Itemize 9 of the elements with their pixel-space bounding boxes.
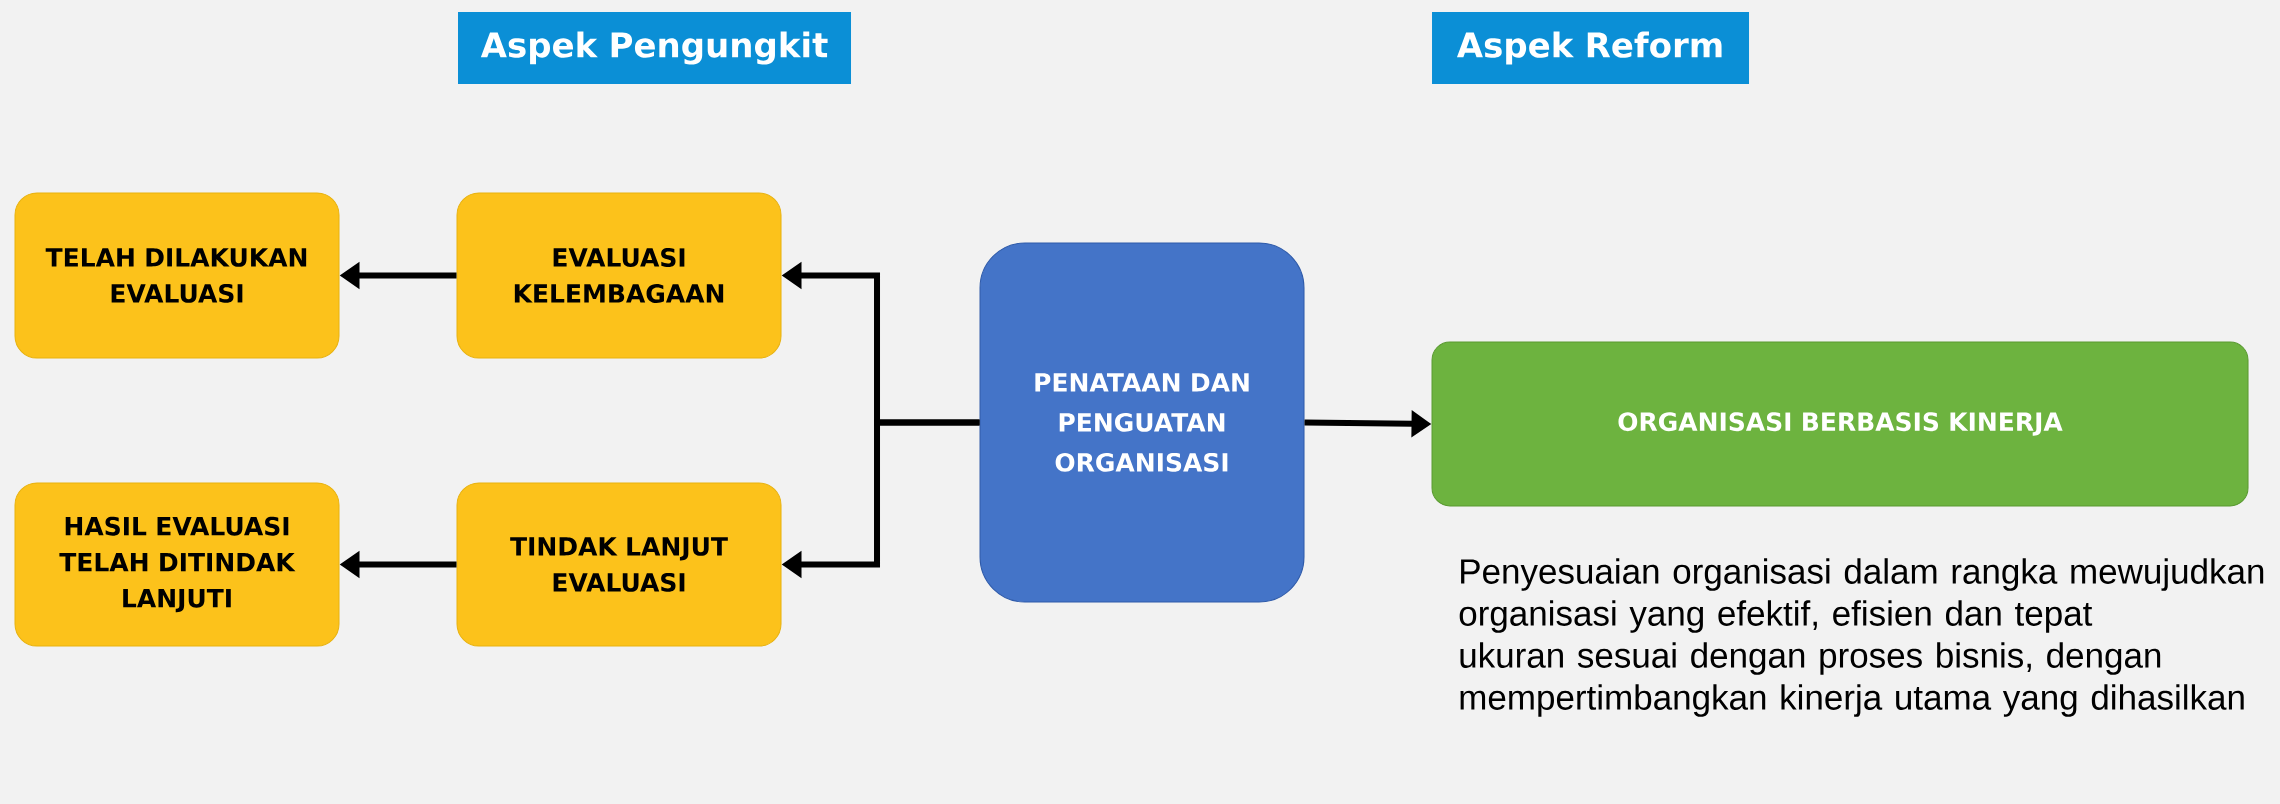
process-box: ORGANISASI BERBASIS KINERJA [1431,341,2249,507]
process-box: TELAH DILAKUKAN EVALUASI [14,192,340,359]
process-box: PENATAAN DAN PENGUATAN ORGANISASI [979,242,1305,603]
heading-box: Aspek Pengungkit [458,12,851,84]
process-box: HASIL EVALUASI TELAH DITINDAK LANJUTI [14,482,340,647]
description-text: Penyesuaian organisasi dalam rangka mewujudkan organisasi yang efektif, efisien dan tepat ukuran sesuai dengan proses bisnis, dengan mempertimbangkan kinerja utama yang dihasilkan [1459,558,2264,717]
process-box: EVALUASI KELEMBAGAAN [456,192,782,359]
heading-box: Aspek Reform [1432,12,1749,84]
process-box: TINDAK LANJUT EVALUASI [456,482,782,647]
